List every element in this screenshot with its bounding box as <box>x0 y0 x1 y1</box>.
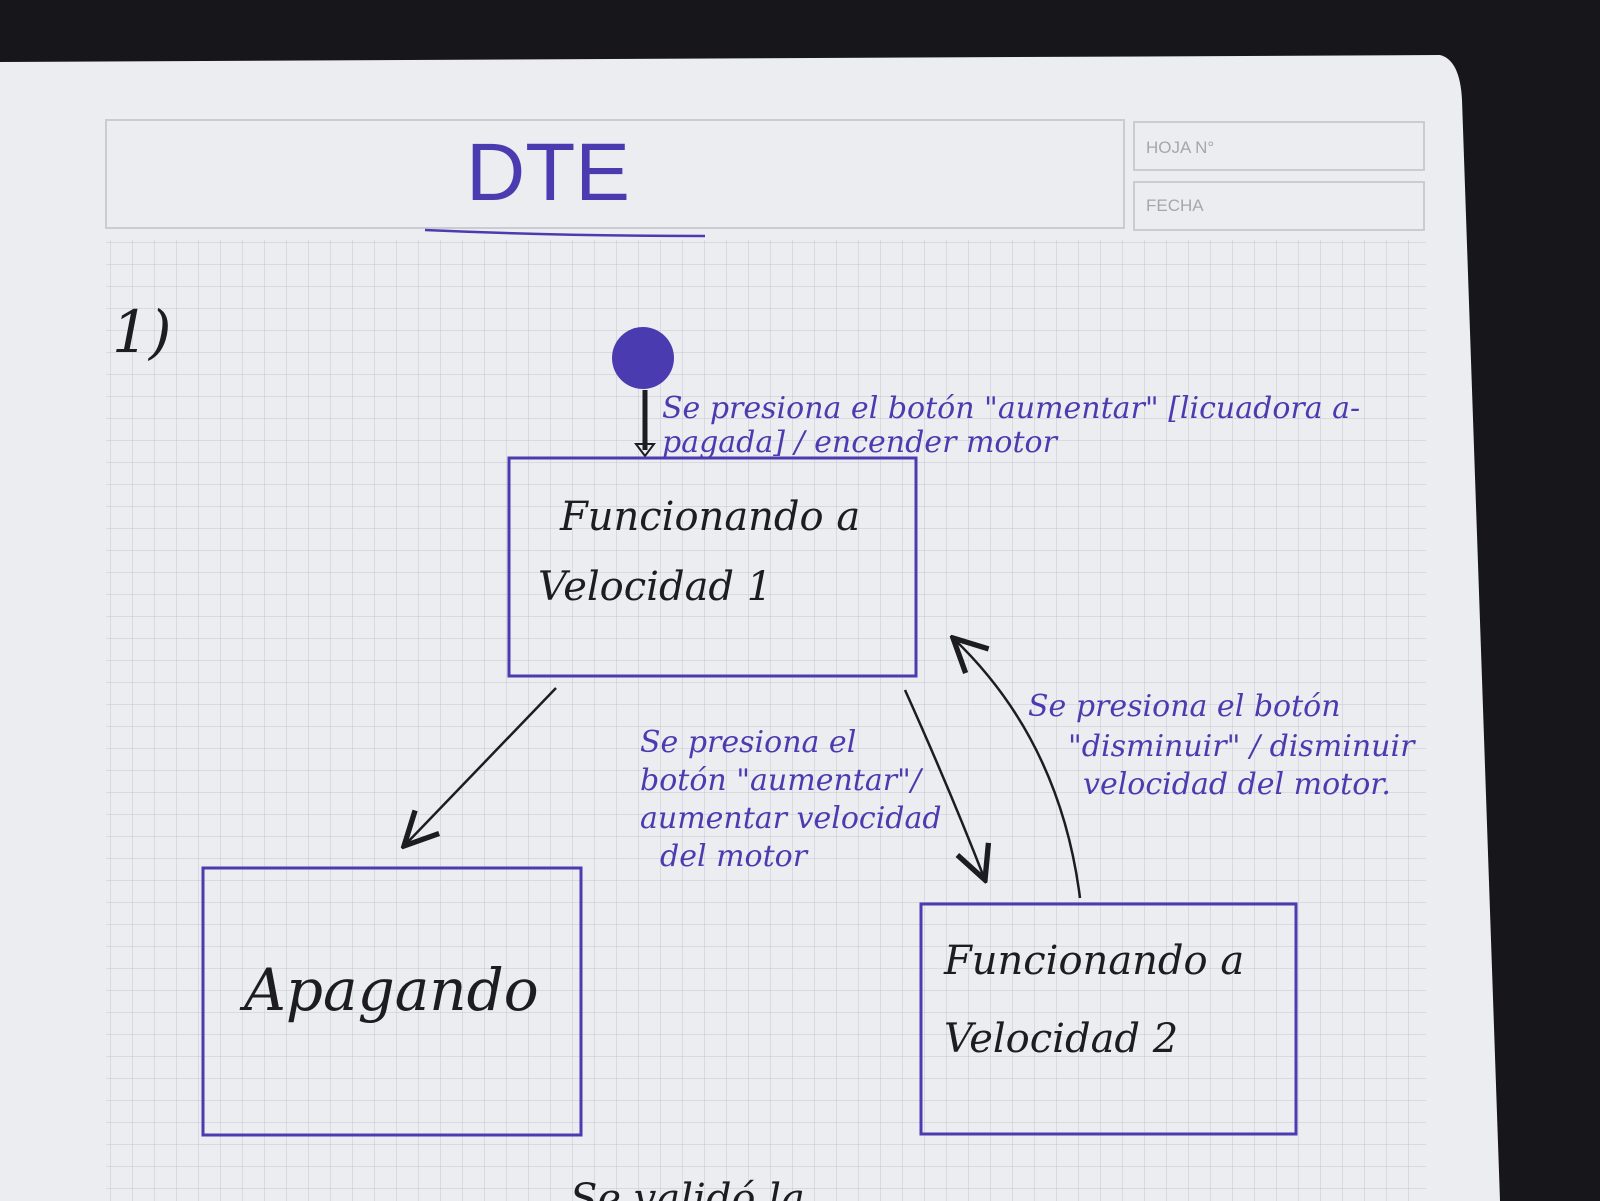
initial-arrowhead <box>634 443 656 458</box>
transition-v2-to-v1-arrow <box>953 638 1082 899</box>
transition-v2-to-v1-line2: "disminuir" / disminuir <box>1068 729 1416 764</box>
state-velocidad-1: Funcionando a Velocidad 1 <box>507 456 918 678</box>
transition-v2-to-v1-label: Se presiona el botón "disminuir" / dismi… <box>1028 689 1416 802</box>
transition-v2-to-v1-line1: Se presiona el botón <box>1028 689 1341 724</box>
state-velocidad-2-line2: Velocidad 2 <box>944 1016 1178 1062</box>
state-apagando-label: Apagando <box>239 956 539 1024</box>
transition-v1-to-apagando-arrow <box>404 687 557 846</box>
transition-v2-to-v1-line3: velocidad del motor. <box>1083 767 1391 802</box>
header-area: HOJA N° FECHA <box>105 119 1425 231</box>
date-label: FECHA <box>1146 196 1204 215</box>
state-velocidad-1-line1: Funcionando a <box>559 494 860 540</box>
transition-v1-to-v2-line1: Se presiona el <box>640 725 856 760</box>
transition-v1-to-v2-label: Se presiona el botón "aumentar"/ aumenta… <box>640 725 942 874</box>
sheet-number-label: HOJA N° <box>1146 138 1214 157</box>
state-apagando: Apagando <box>201 866 583 1137</box>
initial-transition-label-line1: Se presiona el botón "aumentar" [licuado… <box>662 391 1360 426</box>
state-velocidad-1-line2: Velocidad 1 <box>538 564 772 610</box>
page-title: DTE <box>466 127 630 218</box>
transition-v1-to-v2-line3: aumentar velocidad <box>640 801 942 836</box>
title-underline <box>424 228 706 238</box>
grid-area <box>106 240 1426 1201</box>
state-velocidad-2-line1: Funcionando a <box>943 938 1244 984</box>
initial-state-dot <box>612 327 674 389</box>
question-number: 1) <box>112 298 172 366</box>
state-velocidad-2: Funcionando a Velocidad 2 <box>919 902 1298 1136</box>
transition-v1-to-v2-line2: botón "aumentar"/ <box>640 763 924 798</box>
footer-partial-text: Se validó la ... <box>570 1176 856 1201</box>
transition-v1-to-v2-arrow <box>903 689 985 880</box>
initial-transition-label-line2: pagada] / encender motor <box>662 425 1059 460</box>
transition-v1-to-v2-line4: del motor <box>660 839 809 874</box>
